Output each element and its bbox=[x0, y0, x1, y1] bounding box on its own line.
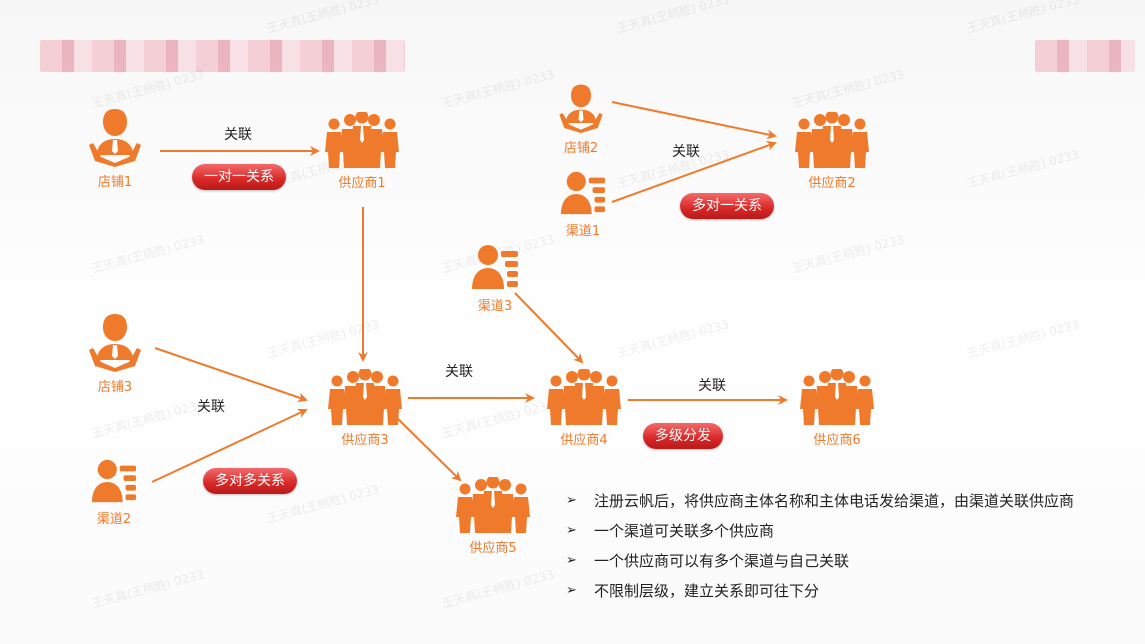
node-label: 供应商1 bbox=[338, 176, 386, 191]
node-label: 店铺1 bbox=[97, 175, 133, 190]
node-supplier3: 供应商3 bbox=[323, 369, 407, 448]
node-supplier1: 供应商1 bbox=[320, 112, 404, 191]
node-label: 渠道3 bbox=[477, 299, 513, 314]
node-channel1: 渠道1 bbox=[558, 170, 608, 239]
channel-person-icon bbox=[560, 171, 606, 215]
arrow-channel3-supplier4 bbox=[514, 292, 584, 364]
node-label: 渠道1 bbox=[565, 224, 601, 239]
arrow-supplier3-supplier5 bbox=[396, 417, 462, 482]
node-label: 供应商5 bbox=[469, 541, 517, 556]
notes-list: ➢ 注册云帆后，将供应商主体名称和主体电话发给渠道，由渠道关联供应商 ➢ 一个渠… bbox=[566, 486, 1086, 606]
node-supplier5: 供应商5 bbox=[451, 477, 535, 556]
tag-many-to-one: 多对一关系 bbox=[680, 193, 774, 219]
arrow-bullet-icon: ➢ bbox=[566, 583, 577, 598]
store-manager-icon bbox=[89, 109, 141, 167]
arrow-bullet-icon: ➢ bbox=[566, 523, 577, 538]
supplier-group-icon bbox=[800, 369, 874, 425]
supplier-group-icon bbox=[328, 369, 402, 425]
note-text: 注册云帆后，将供应商主体名称和主体电话发给渠道，由渠道关联供应商 bbox=[594, 492, 1075, 510]
supplier-group-icon bbox=[795, 112, 869, 168]
note-text: 一个供应商可以有多个渠道与自己关联 bbox=[594, 552, 850, 570]
arrow-bullet-icon: ➢ bbox=[566, 493, 577, 508]
redacted-title bbox=[40, 40, 405, 72]
node-label: 供应商3 bbox=[341, 433, 389, 448]
node-label: 渠道2 bbox=[96, 512, 132, 527]
node-label: 店铺2 bbox=[563, 141, 599, 156]
edge-label-link: 关联 bbox=[197, 399, 225, 415]
supplier-group-icon bbox=[547, 369, 621, 425]
node-store1: 店铺1 bbox=[85, 107, 145, 190]
tag-many-to-many: 多对多关系 bbox=[203, 468, 297, 494]
node-label: 供应商6 bbox=[813, 433, 861, 448]
node-label: 供应商2 bbox=[808, 176, 856, 191]
supplier-group-icon bbox=[325, 112, 399, 168]
node-label: 供应商4 bbox=[560, 433, 608, 448]
node-supplier2: 供应商2 bbox=[790, 112, 874, 191]
store-manager-icon bbox=[559, 84, 603, 133]
node-channel3: 渠道3 bbox=[468, 243, 522, 314]
edge-label-link: 关联 bbox=[698, 378, 726, 394]
edge-label-link: 关联 bbox=[445, 364, 473, 380]
arrow-store3-supplier3 bbox=[154, 347, 308, 403]
arrow-channel2-supplier3 bbox=[151, 408, 308, 483]
arrow-bullet-icon: ➢ bbox=[566, 553, 577, 568]
node-label: 店铺3 bbox=[97, 380, 133, 395]
supplier-group-icon bbox=[456, 477, 530, 533]
node-channel2: 渠道2 bbox=[87, 458, 141, 527]
store-manager-icon bbox=[89, 314, 141, 372]
redacted-logo bbox=[1035, 40, 1135, 72]
node-store3: 店铺3 bbox=[85, 312, 145, 395]
node-supplier4: 供应商4 bbox=[542, 369, 626, 448]
edge-label-link: 关联 bbox=[224, 127, 252, 143]
edge-label-link: 关联 bbox=[672, 144, 700, 160]
node-supplier6: 供应商6 bbox=[795, 369, 879, 448]
channel-person-icon bbox=[472, 245, 518, 289]
note-text: 一个渠道可关联多个供应商 bbox=[594, 522, 775, 540]
list-item: ➢ 注册云帆后，将供应商主体名称和主体电话发给渠道，由渠道关联供应商 bbox=[566, 486, 1086, 516]
node-store2: 店铺2 bbox=[553, 83, 609, 156]
list-item: ➢ 一个渠道可关联多个供应商 bbox=[566, 516, 1086, 546]
tag-one-to-one: 一对一关系 bbox=[192, 164, 286, 190]
list-item: ➢ 不限制层级，建立关系即可往下分 bbox=[566, 576, 1086, 606]
note-text: 不限制层级，建立关系即可往下分 bbox=[594, 582, 820, 600]
channel-person-icon bbox=[91, 459, 137, 503]
arrow-store2-supplier2 bbox=[611, 101, 777, 140]
arrow-channel1-supplier2 bbox=[611, 141, 777, 203]
list-item: ➢ 一个供应商可以有多个渠道与自己关联 bbox=[566, 546, 1086, 576]
tag-multi-level: 多级分发 bbox=[643, 423, 723, 449]
